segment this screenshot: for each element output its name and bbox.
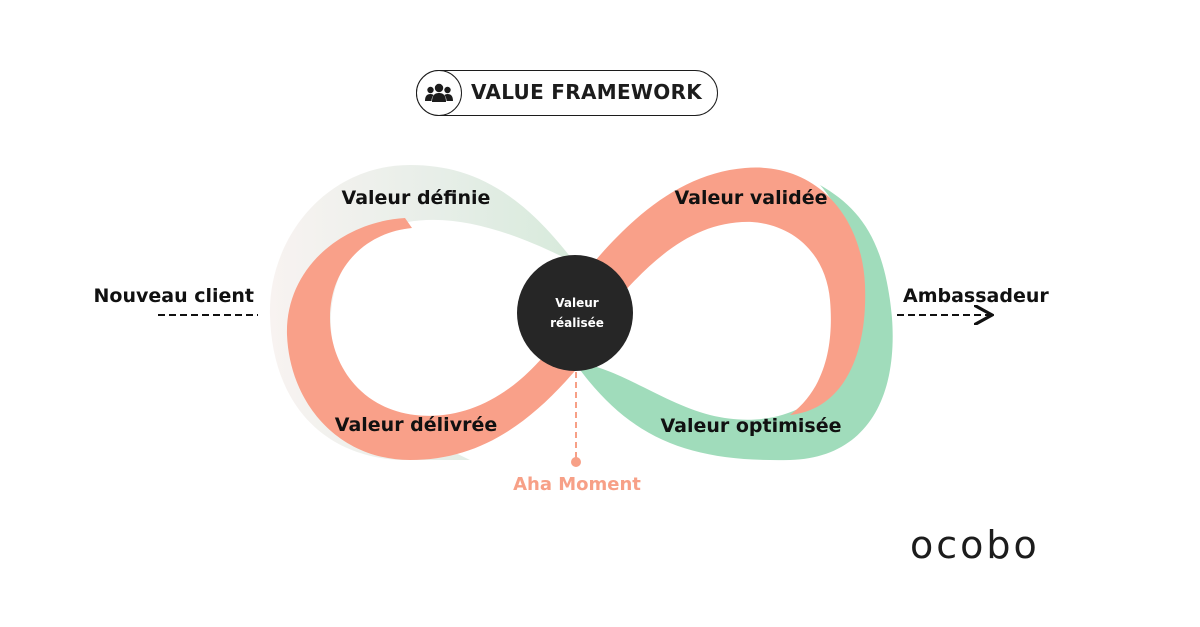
stage-label-validated: Valeur validée xyxy=(674,187,827,209)
band-valeur-delivree xyxy=(286,218,600,460)
band-valeur-validee xyxy=(545,167,866,415)
aha-moment-label: Aha Moment xyxy=(513,474,641,495)
aha-dot xyxy=(571,457,581,467)
page-title: VALUE FRAMEWORK xyxy=(471,80,703,104)
brand-logo: ocobo xyxy=(910,523,1040,567)
exit-label: Ambassadeur xyxy=(903,285,1049,307)
center-valeur-realisee xyxy=(517,255,633,371)
center-label-line1: Valeur xyxy=(555,296,599,310)
stage-label-defined: Valeur définie xyxy=(342,187,491,209)
entry-label: Nouveau client xyxy=(94,285,255,307)
users-icon xyxy=(415,69,462,116)
stage-label-delivered: Valeur délivrée xyxy=(335,414,497,436)
center-label-line2: réalisée xyxy=(550,316,604,330)
value-framework-badge: VALUE FRAMEWORK xyxy=(415,69,718,116)
stage-label-optimized: Valeur optimisée xyxy=(660,415,841,437)
